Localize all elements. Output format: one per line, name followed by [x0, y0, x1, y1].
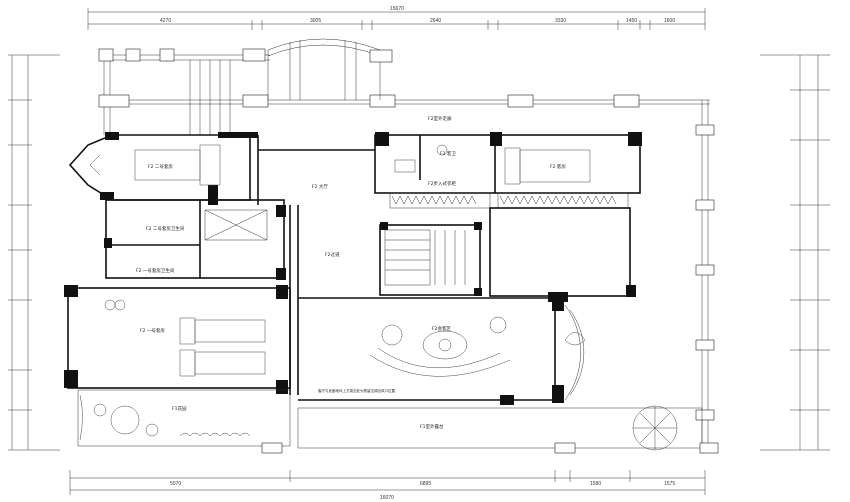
room-labels: F2 二号套房 F2 二号套房卫生间 F2 一号套房卫生间 F2 一号套房 F1… — [136, 115, 566, 430]
right-dimension — [760, 54, 830, 451]
label-bath-small: F2 客卫 — [440, 150, 456, 157]
top-dim-2: 3005 — [310, 18, 321, 24]
top-dim-4: 3330 — [555, 18, 566, 24]
label-guest-room: F2 客房 — [550, 163, 566, 170]
top-dimension: 15670 4270 3005 2640 3330 1450 1600 — [87, 6, 706, 30]
left-dimension — [8, 54, 60, 451]
label-walkin: F2步入式衣柜 — [428, 180, 456, 187]
label-terrace: F1室外露台 — [420, 423, 444, 430]
floor-note: 客厅与走廊地坪上方挑空处为预留空调出风口位置 — [318, 388, 395, 393]
bottom-dimension: 5070 6895 1580 1575 16070 — [69, 470, 706, 501]
balcony-rail-top — [98, 48, 710, 135]
label-bathroom-2: F2 二号套房卫生间 — [146, 225, 185, 232]
top-total-dim: 15670 — [390, 6, 404, 12]
label-living: F2会客区 — [432, 325, 451, 332]
label-garden: F1花园 — [172, 405, 187, 412]
bottom-dim-3: 1580 — [590, 481, 601, 487]
label-hall: F2过道 — [325, 251, 340, 258]
bottom-dim-2: 6895 — [420, 481, 431, 487]
top-dim-5: 1450 — [626, 18, 637, 24]
label-bedroom-2: F2 二号套房 — [148, 163, 173, 170]
bottom-total-dim: 16070 — [380, 495, 394, 501]
label-bedroom-1: F2 一号套房 — [140, 327, 165, 334]
label-bedroom-1-bath: F2 一号套房卫生间 — [136, 267, 175, 274]
top-dim-1: 4270 — [160, 18, 171, 24]
main-walls — [64, 132, 719, 454]
top-dim-3: 2640 — [430, 18, 441, 24]
bottom-dim-1: 5070 — [170, 481, 181, 487]
label-stairwell: F2 大厅 — [312, 183, 328, 190]
label-corridor-top: F2室外走廊 — [428, 115, 452, 122]
bottom-dim-4: 1575 — [664, 481, 675, 487]
arched-entry — [267, 38, 393, 100]
furniture — [79, 144, 678, 451]
top-dim-6: 1600 — [664, 18, 675, 24]
balcony-rail-right — [695, 100, 715, 450]
